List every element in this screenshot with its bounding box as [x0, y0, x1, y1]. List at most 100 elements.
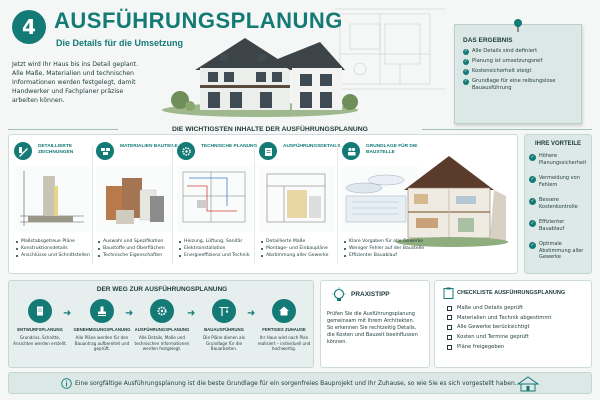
process-panel: DER WEG ZUR AUSFÜHRUNGSPLANUNG ENTWURFSP… [8, 280, 314, 368]
pin-icon [514, 19, 522, 32]
gear-icon [150, 299, 174, 323]
blueprint-rolls-image [342, 166, 418, 232]
result-item-label: Grundlage für eine reibungslose Bauausfü… [472, 78, 556, 91]
column-item: Baustoffe und Oberflächen [98, 245, 180, 252]
column-separator [172, 146, 173, 264]
stamp-icon [90, 299, 114, 323]
advantages-panel: IHRE VORTEILE ✓Höhere Planungssicherheit… [524, 134, 592, 274]
materials-image [96, 166, 172, 232]
check-icon: ✓ [529, 219, 536, 227]
check-icon: ✓ [529, 197, 536, 205]
column-item: Abstimmung aller Gewerke [261, 252, 343, 259]
column-separator [92, 146, 93, 264]
people-icon [342, 142, 360, 160]
result-item: ✓Planung ist umsetzungsreif [463, 58, 573, 65]
checkbox[interactable] [447, 315, 452, 321]
checklist-label: Materialien und Technik abgestimmt [457, 314, 552, 321]
lightbulb-icon [332, 287, 346, 301]
checkbox[interactable] [447, 325, 452, 331]
divider [422, 129, 592, 130]
column-item: Detaillierte Maße [261, 238, 343, 245]
blueprint-drawing [335, 8, 445, 90]
arrow-right-icon: ➜ [63, 308, 72, 319]
arrow-right-icon: ➜ [187, 308, 196, 319]
result-item: ✓Grundlage für eine reibungslose Bauausf… [463, 78, 573, 92]
advantage-label: Effizienter Bauablauf [539, 219, 565, 232]
content-column-details: AUSFÜHRUNGSDETAILS Detaillierte Maße Mon… [259, 142, 340, 258]
checkbox[interactable] [447, 334, 452, 340]
column-item: Konstruktionsdetails [16, 245, 98, 252]
process-step-draft: ENTWURFSPLANUNG Grundriss, Schnitte, Ans… [11, 299, 69, 346]
result-item-label: Alle Details sind definiert [472, 48, 538, 54]
advantage-label: Bessere Kostenkontrolle [539, 197, 578, 210]
advantage-item: ✓Optimale Abstimmung aller Gewerke [525, 241, 591, 261]
intro-text: Jetzt wird Ihr Haus bis ins Detail gepla… [12, 60, 162, 105]
step-name: BAUAUSFÜHRUNG [204, 327, 244, 332]
house-cutaway-illustration [396, 156, 508, 247]
process-title: DER WEG ZUR AUSFÜHRUNGSPLANUNG [96, 286, 228, 293]
column-item: Weniger Fehler auf der Baustelle [344, 245, 504, 252]
house-icon [517, 376, 539, 392]
advantage-item: ✓Effizienter Bauablauf [525, 219, 591, 232]
step-name: AUSFÜHRUNGSPLANUNG [134, 327, 190, 332]
column-item: Auswahl und Spezifikation [98, 238, 180, 245]
checkbox[interactable] [447, 305, 452, 311]
column-title: TECHNISCHE PLANUNG [201, 144, 258, 149]
tip-text: Prüfen Sie die Ausführungsplanung gemein… [327, 311, 427, 346]
tip-line: Prüfen Sie die Ausführungsplanung [327, 311, 415, 317]
check-icon: ✓ [529, 175, 536, 183]
bricks-icon [96, 142, 114, 160]
column-separator [254, 146, 255, 264]
advantage-item: ✓Höhere Planungssicherheit [525, 153, 591, 166]
column-separator [337, 146, 338, 264]
step-description: Alle Pläne werden für den Bauantrag aufb… [74, 335, 130, 352]
clipboard-icon [259, 142, 277, 160]
checklist-item[interactable]: Maße und Details geprüft [447, 305, 551, 312]
checklist-label: Pläne freigegeben [457, 343, 505, 350]
intro-line: Informationen werden festgelegt, damit [12, 79, 136, 86]
content-column-construction-site: GRUNDLAGE FÜR DIE BAUSTELLE Klare Vorgab… [342, 142, 514, 258]
checklist-title: CHECKLISTE AUSFÜHRUNGSPLANUNG [457, 290, 566, 296]
column-item: Maßstabsgetreue Pläne [16, 238, 98, 245]
house-icon [272, 299, 296, 323]
check-icon: ✓ [463, 68, 469, 75]
detail-drawing-image [259, 166, 335, 232]
checklist-item[interactable]: Materialien und Technik abgestimmt [447, 315, 551, 322]
column-item: Anschlüsse und Schnittstellen [16, 252, 98, 259]
step-description: Ihr Haus wird nach Plan realisiert – ind… [257, 335, 311, 352]
info-icon [61, 378, 72, 389]
check-icon: ✓ [529, 241, 536, 249]
advantage-label: Höhere Planungssicherheit [539, 153, 587, 166]
checklist-item[interactable]: Kosten und Termine geprüft [447, 334, 551, 341]
divider [8, 129, 118, 130]
arrow-right-icon: ➜ [125, 308, 134, 319]
check-icon: ✓ [463, 48, 469, 55]
checkbox[interactable] [447, 344, 452, 350]
content-column-materials: MATERIALIEN BAUTEILE Auswahl und Spezifi… [96, 142, 178, 258]
advantages-title: IHRE VORTEILE [534, 141, 581, 147]
advantage-label: Vermeidung von Fehlern [539, 175, 580, 188]
result-card: DAS ERGEBNIS ✓Alle Details sind definier… [454, 19, 582, 124]
checklist-label: Kosten und Termine geprüft [457, 334, 529, 341]
step-description: Grundriss, Schnitte, Ansichten werden er… [13, 335, 67, 346]
process-step-construction: BAUAUSFÜHRUNG Die Pläne dienen als Grund… [195, 299, 253, 352]
column-title: MATERIALIEN BAUTEILE [120, 144, 178, 149]
ruler-pencil-icon [14, 142, 32, 160]
tip-line: So erkennen Sie rechtzeitig Details, [327, 325, 417, 331]
column-item: Effizienter Bauablauf [344, 252, 504, 259]
checklist-item[interactable]: Alle Gewerke berücksichtigt [447, 324, 551, 331]
page-title: AUSFÜHRUNGSPLANUNG [54, 8, 343, 33]
intro-line: Alle Maße, Materialien und technischen [12, 70, 134, 77]
content-column-technical: TECHNISCHE PLANUNG Heizung, Lüftung, San… [177, 142, 257, 258]
footer-banner: Eine sorgfältige Ausführungsplanung ist … [8, 372, 592, 394]
checklist-item[interactable]: Pläne freigegeben [447, 344, 551, 351]
column-title: AUSFÜHRUNGSDETAILS [283, 144, 341, 149]
result-item-label: Kostensicherheit steigt [472, 68, 532, 74]
step-name: FERTIGES ZUHAUSE [262, 327, 306, 332]
crane-icon [212, 299, 236, 323]
result-item: ✓Kostensicherheit steigt [463, 68, 573, 75]
tip-line: die Kosten und Bauzeit beeinflussen [327, 332, 418, 338]
tip-title: PRAXISTIPP [351, 291, 390, 298]
technical-plan-image [177, 166, 253, 232]
column-item: Elektroinstallation [179, 245, 261, 252]
